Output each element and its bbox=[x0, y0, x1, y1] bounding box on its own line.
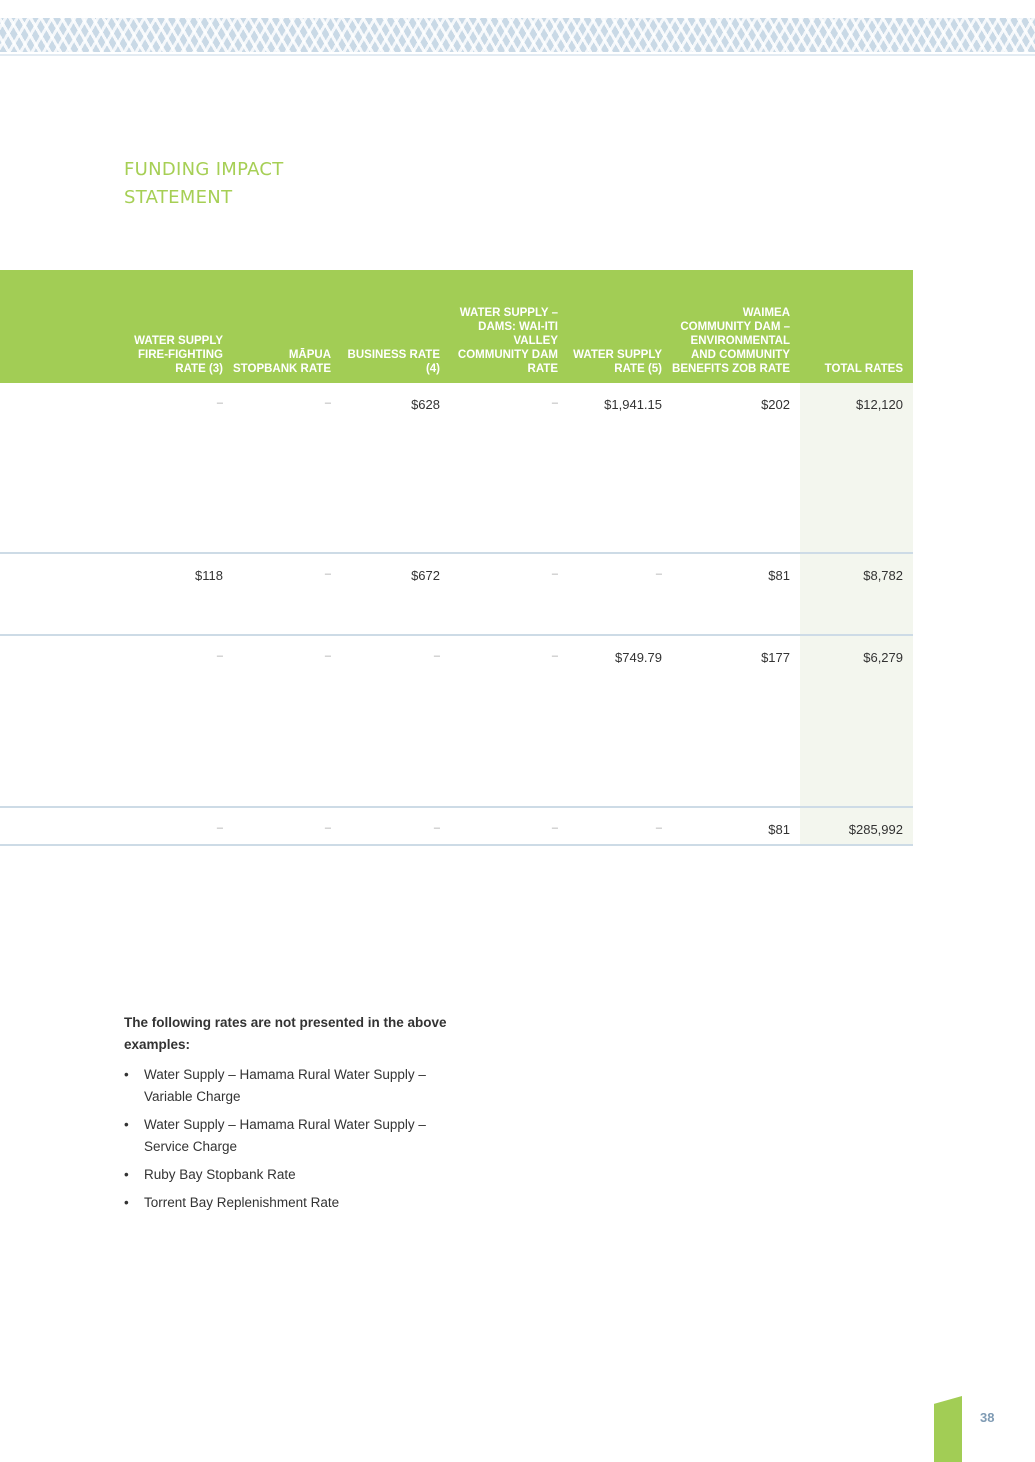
bullet-icon: • bbox=[124, 1117, 129, 1132]
table-cell: – bbox=[341, 807, 450, 846]
column-header-water-supply-fire-fighting-rate: WATER SUPPLY FIRE-FIGHTING RATE (3) bbox=[123, 270, 233, 383]
table-row: – – – – $749.79 $177 $6,279 bbox=[0, 635, 913, 808]
list-item: • Torrent Bay Replenishment Rate bbox=[124, 1192, 464, 1214]
table-cell: $177 bbox=[672, 635, 800, 808]
page-tab-decoration bbox=[934, 1396, 962, 1462]
total-rates-cell: $12,120 bbox=[800, 383, 913, 554]
notes-list: • Water Supply – Hamama Rural Water Suppl… bbox=[124, 1064, 464, 1214]
column-header-business-rate: BUSINESS RATE (4) bbox=[341, 270, 450, 383]
table-cell: – bbox=[568, 807, 672, 846]
table-cell: – bbox=[450, 635, 568, 808]
table-cell bbox=[0, 553, 123, 636]
column-header-total-rates: TOTAL RATES bbox=[800, 270, 913, 383]
list-item-text: Water Supply – Hamama Rural Water Supply… bbox=[144, 1117, 426, 1154]
decorative-pattern-banner bbox=[0, 18, 1035, 56]
notes-title: The following rates are not presented in… bbox=[124, 1015, 447, 1052]
page-title: FUNDING IMPACT STATEMENT bbox=[124, 156, 284, 212]
table-cell: – bbox=[233, 383, 341, 554]
list-item: • Ruby Bay Stopbank Rate bbox=[124, 1164, 464, 1186]
table-cell: $118 bbox=[123, 553, 233, 636]
table-row: – – $628 – $1,941.15 $202 $12,120 bbox=[0, 383, 913, 554]
table-cell: $672 bbox=[341, 553, 450, 636]
table-cell: $628 bbox=[341, 383, 450, 554]
table-row: – – – – – $81 $285,992 bbox=[0, 807, 913, 846]
total-rates-cell: $6,279 bbox=[800, 635, 913, 808]
table-cell: – bbox=[233, 807, 341, 846]
rates-table-container: WATER SUPPLY FIRE-FIGHTING RATE (3) MĀPU… bbox=[0, 270, 913, 846]
table-row: $118 – $672 – – $81 $8,782 bbox=[0, 553, 913, 636]
table-cell: – bbox=[450, 383, 568, 554]
column-header-blank bbox=[0, 270, 123, 383]
table-cell: – bbox=[123, 807, 233, 846]
page-title-line-1: FUNDING IMPACT bbox=[124, 159, 284, 181]
table-cell: – bbox=[233, 553, 341, 636]
page-title-line-2: STATEMENT bbox=[124, 187, 233, 209]
table-cell: $81 bbox=[672, 553, 800, 636]
column-header-water-supply-rate: WATER SUPPLY RATE (5) bbox=[568, 270, 672, 383]
table-cell bbox=[0, 807, 123, 846]
bullet-icon: • bbox=[124, 1167, 129, 1182]
table-cell: $202 bbox=[672, 383, 800, 554]
list-item: • Water Supply – Hamama Rural Water Suppl… bbox=[124, 1064, 464, 1108]
table-cell bbox=[0, 635, 123, 808]
total-rates-cell: $8,782 bbox=[800, 553, 913, 636]
rates-table: WATER SUPPLY FIRE-FIGHTING RATE (3) MĀPU… bbox=[0, 270, 913, 846]
bullet-icon: • bbox=[124, 1067, 129, 1082]
table-cell bbox=[0, 383, 123, 554]
page-number: 38 bbox=[980, 1410, 995, 1425]
column-header-mapua-stopbank-rate: MĀPUA STOPBANK RATE bbox=[233, 270, 341, 383]
excluded-rates-notes: The following rates are not presented in… bbox=[124, 1012, 464, 1220]
table-cell: – bbox=[123, 383, 233, 554]
list-item-text: Water Supply – Hamama Rural Water Supply… bbox=[144, 1067, 426, 1104]
table-cell: $81 bbox=[672, 807, 800, 846]
column-header-waimea-dam-zob-rate: WAIMEA COMMUNITY DAM – ENVIRONMENTAL AND… bbox=[672, 270, 800, 383]
table-cell: – bbox=[123, 635, 233, 808]
table-header-row: WATER SUPPLY FIRE-FIGHTING RATE (3) MĀPU… bbox=[0, 270, 913, 383]
list-item-text: Torrent Bay Replenishment Rate bbox=[144, 1195, 340, 1210]
table-cell: – bbox=[341, 635, 450, 808]
total-rates-cell: $285,992 bbox=[800, 807, 913, 846]
table-cell: $749.79 bbox=[568, 635, 672, 808]
table-cell: – bbox=[450, 807, 568, 846]
table-cell: – bbox=[450, 553, 568, 636]
column-header-wai-iti-dam-rate: WATER SUPPLY – DAMS: WAI-ITI VALLEY COMM… bbox=[450, 270, 568, 383]
list-item-text: Ruby Bay Stopbank Rate bbox=[144, 1167, 296, 1182]
list-item: • Water Supply – Hamama Rural Water Suppl… bbox=[124, 1114, 464, 1158]
table-cell: $1,941.15 bbox=[568, 383, 672, 554]
table-cell: – bbox=[568, 553, 672, 636]
table-cell: – bbox=[233, 635, 341, 808]
bullet-icon: • bbox=[124, 1195, 129, 1210]
